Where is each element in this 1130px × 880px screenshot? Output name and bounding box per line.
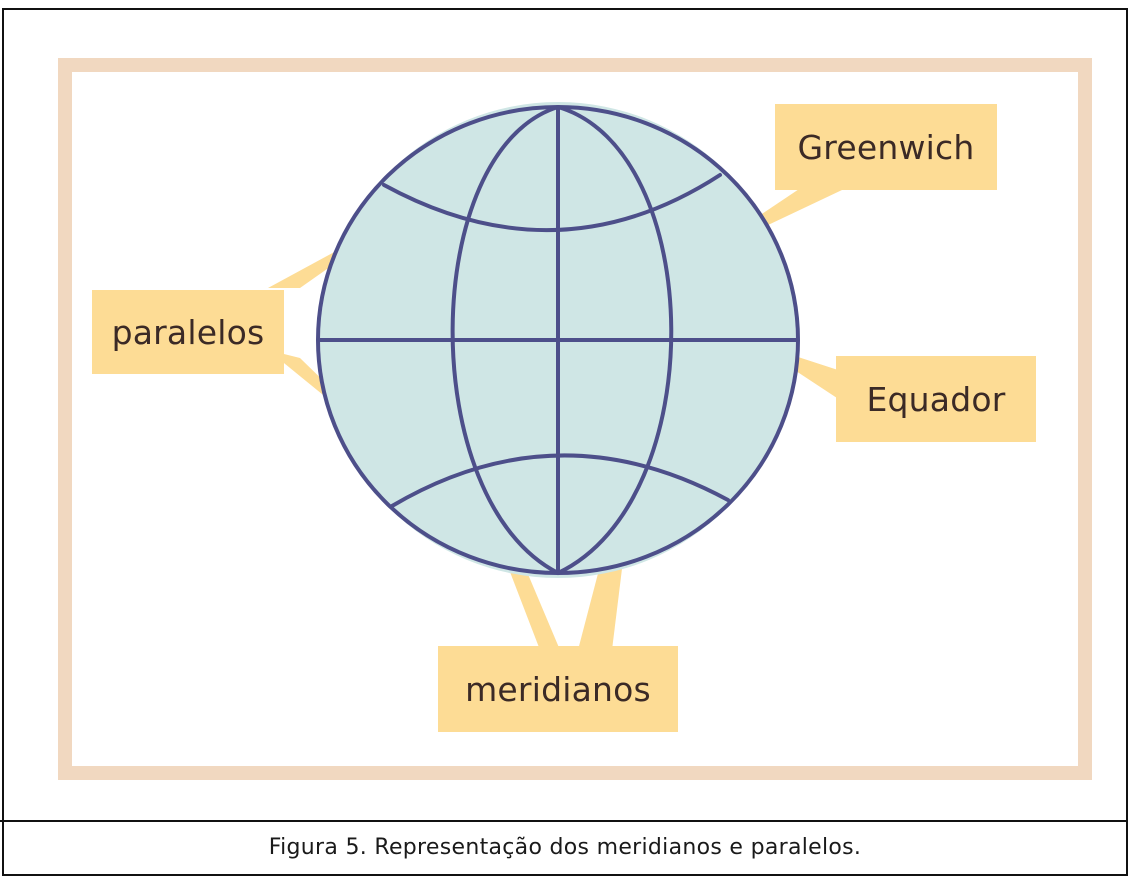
label-paralelos: paralelos [92, 290, 284, 374]
parallel-north [382, 173, 722, 233]
meridian-west [450, 105, 560, 575]
label-greenwich: Greenwich [775, 104, 997, 190]
globe [316, 102, 800, 578]
meridian-east [556, 105, 674, 575]
label-equador: Equador [836, 356, 1036, 442]
label-meridianos: meridianos [438, 646, 678, 732]
figure-caption: Figura 5. Representação dos meridianos e… [268, 835, 862, 860]
caption-divider [0, 820, 1126, 822]
